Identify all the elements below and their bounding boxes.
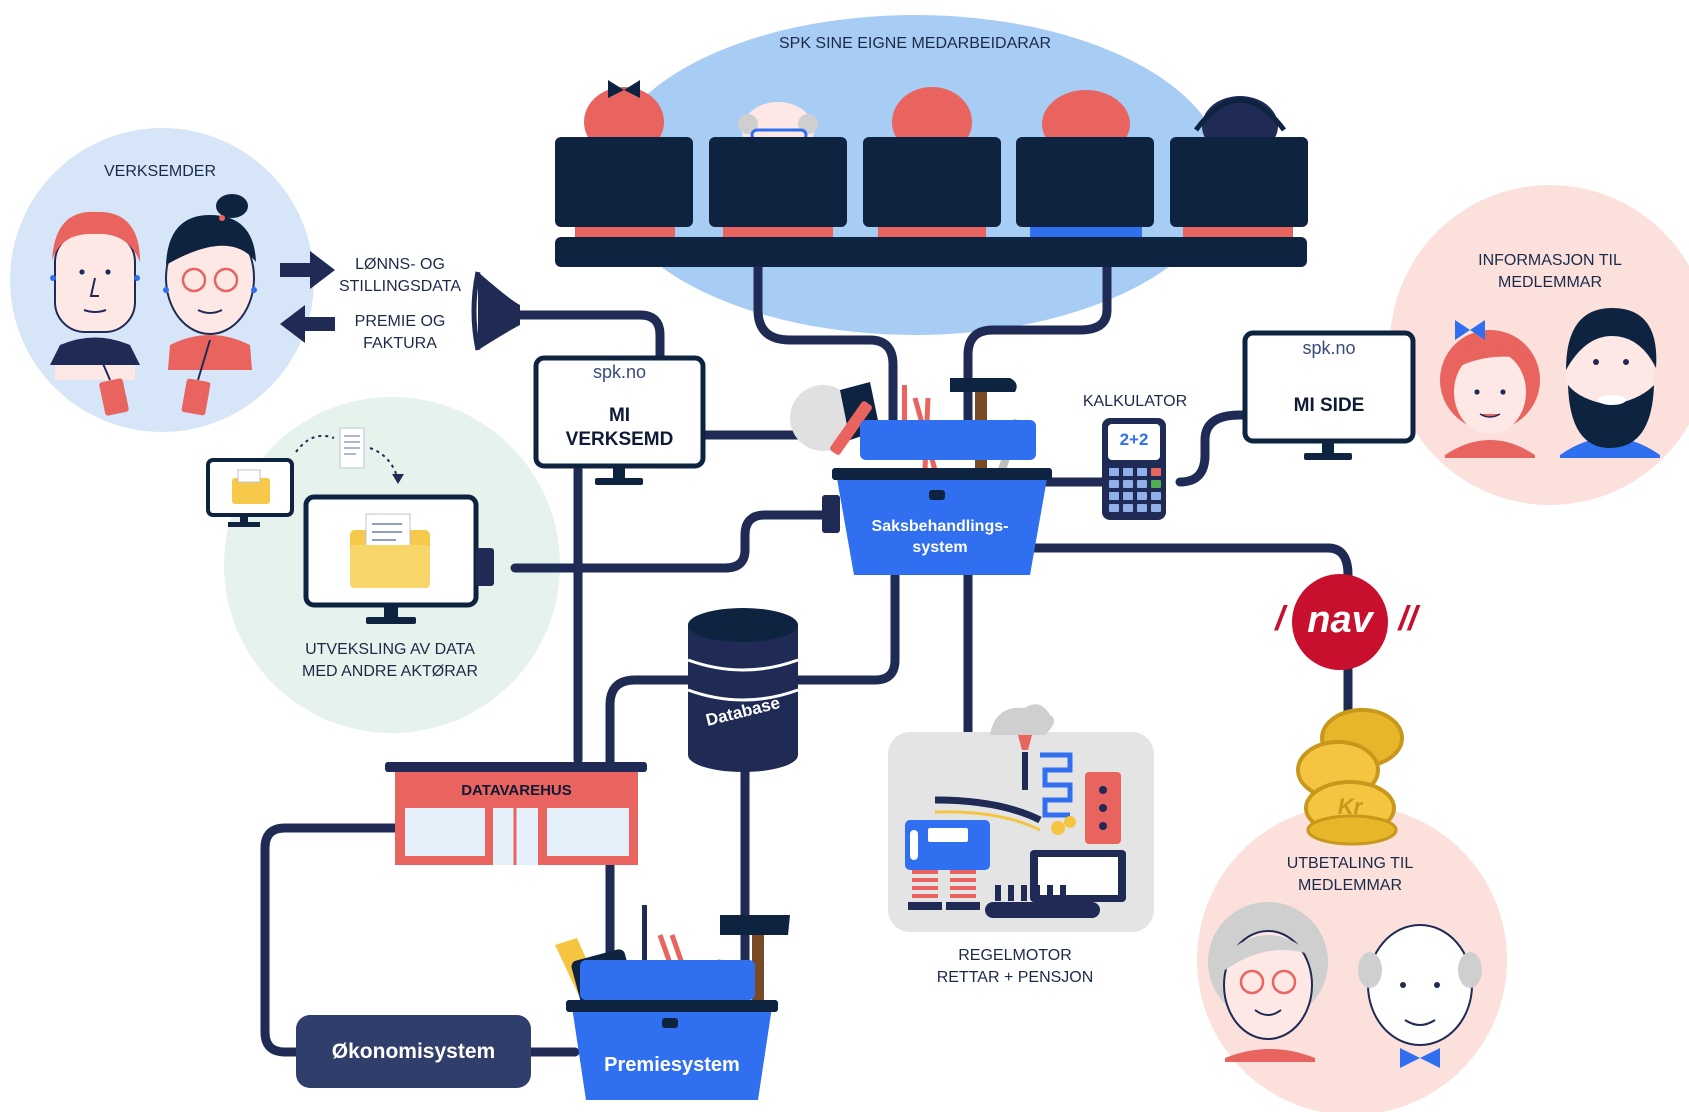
case-system-toolbox [790,378,1052,575]
rule-engine-title: REGELMOTOR RETTAR + PENSJON [936,947,1094,986]
company-man-avatar [50,211,140,416]
gear-icon [1051,821,1065,835]
mi-verksemd-site: spk.no [592,362,647,382]
data-warehouse-building [385,762,647,865]
smoke-icon [990,704,1054,735]
springs-icon [912,870,976,898]
mi-verksemd-monitor [533,355,706,485]
warehouse-label: DATAVAREHUS [461,782,572,799]
arrow-left-icon [280,305,335,343]
employees-title: SPK SINE EIGNE MEDARBEIDARAR [778,35,1052,52]
conveyor-belt [985,902,1100,918]
gauge-box [905,820,990,870]
calculator-display: 2+2 [1119,430,1149,449]
payout-people [1208,902,1482,1068]
economy-label: Økonomisystem [331,1040,496,1063]
mi-side-monitor [1242,330,1416,460]
employee-workstations [555,80,1308,267]
economy-system-box [296,1015,531,1088]
data-exchange-title: UTVEKSLING AV DATA MED ANDRE AKTØRAR [301,641,479,680]
premium-invoice-label: PREMIE OG FAKTURA [354,313,446,352]
coins-stack [1296,708,1404,846]
mi-side-title: MI SIDE [1293,395,1365,416]
grandfather-avatar [1358,924,1482,1068]
members-info-title: INFORMASJON TIL MEDLEMMAR [1478,252,1622,291]
case-system-label: Saksbehandlings- system [871,518,1009,556]
rule-engine-machine [888,704,1154,932]
data-exchange-illustration [206,427,494,624]
mi-verksemd-title: MI VERKSEMD [565,405,674,450]
monitor-5 [1170,137,1308,227]
companies-title: VERKSEMDER [103,163,217,180]
company-woman-avatar [163,194,257,416]
nav-slashes-left: / [1275,600,1285,638]
pipe-wrench-icon [830,401,872,455]
monitor-2 [709,137,847,227]
monitor-3 [863,137,1001,227]
premium-label: Premiesystem [604,1054,740,1076]
hammer-icon [950,378,1017,392]
monitor-4 [1016,137,1154,227]
curly-woman-avatar [1440,320,1540,458]
arrow-right-icon [280,251,335,289]
monitor-1 [555,137,693,227]
mi-side-site: spk.no [1302,338,1356,358]
nav-logo-text: nav [1307,599,1373,641]
bearded-man-avatar [1560,308,1660,458]
calculator-label: KALKULATOR [1082,393,1188,410]
calculator-device [1102,418,1166,520]
payout-title: UTBETALING TIL MEDLEMMAR [1286,855,1414,894]
company-people [50,194,257,416]
nav-slashes-right: // [1398,600,1418,638]
nav-logo [1292,574,1388,670]
funnel-icon [471,271,520,351]
salary-data-label: LØNNS- OG STILLINGSDATA [338,256,462,295]
database-cylinder [687,608,799,772]
member-info-people [1440,308,1660,458]
premium-system-toolbox [555,905,790,1100]
grandmother-avatar [1208,902,1328,1062]
coin-symbol: Kr [1337,794,1363,819]
desk [555,237,1307,267]
